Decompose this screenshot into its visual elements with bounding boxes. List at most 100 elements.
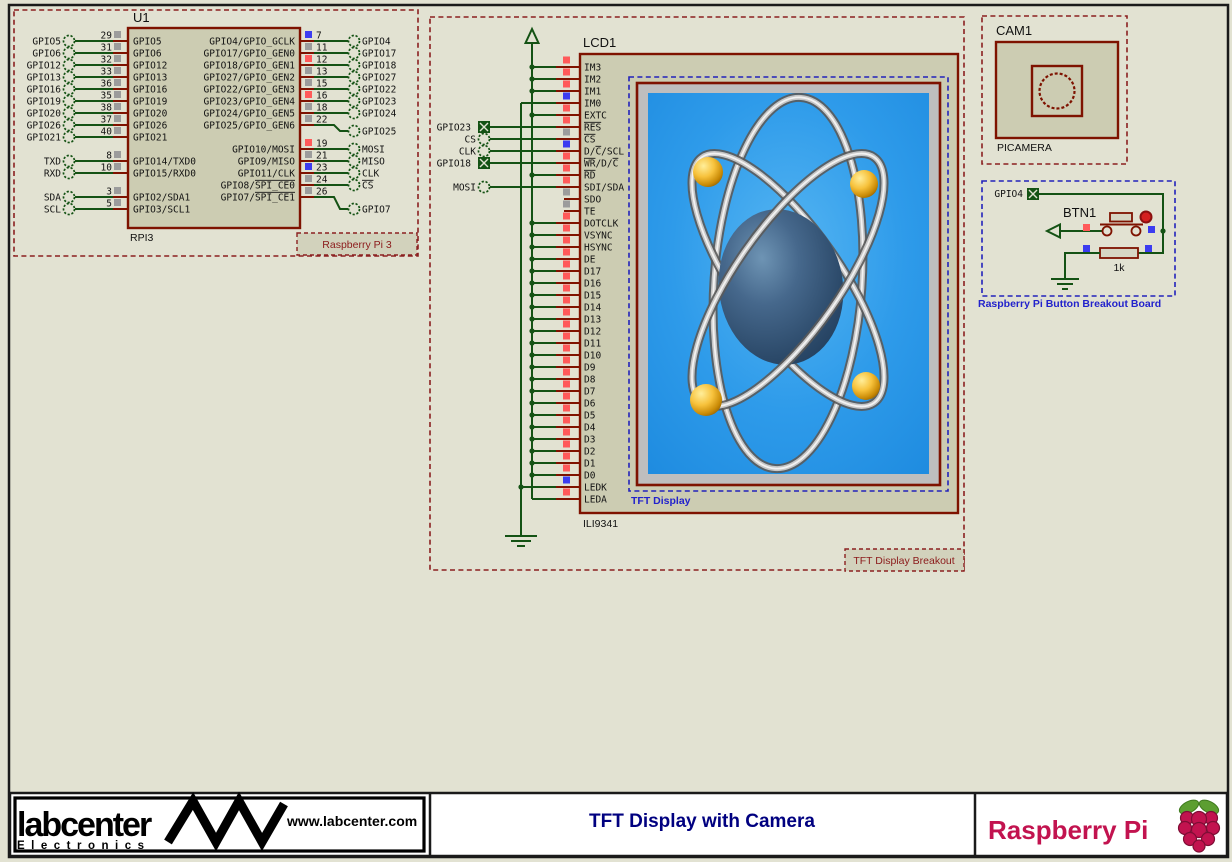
terminal-circle[interactable] — [62, 166, 76, 180]
power-arrow-left-icon[interactable] — [1044, 222, 1061, 240]
u1-left-terminal-label: SDA — [44, 193, 61, 204]
pin-indicator — [563, 296, 570, 304]
terminal-circle[interactable] — [62, 70, 76, 84]
terminal-circle[interactable] — [62, 94, 76, 108]
u1-right-terminal-label: GPIO18 — [362, 61, 397, 72]
terminal-circle[interactable] — [347, 124, 361, 138]
gpio4-bidir-terminal[interactable] — [1027, 188, 1039, 200]
region-tft-breakout-label-box[interactable] — [844, 548, 965, 572]
u1-pin-label: GPIO17/GPIO_GEN0 — [203, 49, 295, 60]
gpio4-terminal-label: GPIO4 — [994, 189, 1023, 200]
lcd-pin-label: D11 — [584, 339, 601, 350]
u1-left-terminal-label: GPIO21 — [27, 133, 62, 144]
terminal-circle[interactable] — [62, 106, 76, 120]
resistor-1k[interactable]: 1k — [1099, 247, 1139, 274]
labcenter-logo-text: labcenter — [17, 806, 152, 844]
u1-pin-label: GPIO23/GPIO_GEN4 — [203, 97, 295, 108]
pin-indicator — [563, 404, 570, 412]
terminal-circle[interactable] — [347, 46, 361, 60]
lcd-pin-label: SDI/SDA — [584, 183, 624, 194]
u1-pin-number: 33 — [101, 67, 112, 78]
terminal-circle[interactable] — [347, 178, 361, 192]
pin-indicator — [114, 187, 121, 194]
u1-right-terminal-label: GPIO22 — [362, 85, 396, 96]
ground-terminal-btn[interactable] — [1051, 278, 1079, 290]
junction-dot — [529, 436, 535, 442]
u1-pin-label: GPIO4/GPIO_GCLK — [209, 37, 295, 48]
region-raspberry-pi3-border — [13, 9, 419, 257]
u1-pin-number: 29 — [101, 31, 113, 42]
ground-terminal[interactable] — [505, 103, 537, 547]
terminal-circle[interactable] — [347, 82, 361, 96]
terminal-circle[interactable] — [477, 132, 491, 146]
terminal-circle[interactable] — [62, 34, 76, 48]
u1-pin-label: GPIO13 — [133, 73, 167, 84]
lcd-pin-row: D17 — [529, 260, 601, 278]
terminal-circle[interactable] — [347, 202, 361, 216]
junction-dot — [529, 448, 535, 454]
pin-indicator — [563, 488, 570, 496]
sheet-title: TFT Display with Camera — [589, 811, 815, 832]
terminal-circle[interactable] — [347, 94, 361, 108]
u1-left-terminal-label: GPIO12 — [27, 61, 61, 72]
terminal-circle[interactable] — [347, 70, 361, 84]
lcd-pin-row: IM2 — [529, 68, 601, 86]
u1-pin-number: 8 — [106, 151, 112, 162]
terminal-circle[interactable] — [62, 58, 76, 72]
terminal-circle[interactable] — [477, 144, 491, 158]
terminal-circle[interactable] — [62, 130, 76, 144]
lcd-pin-label: D4 — [584, 423, 596, 434]
u1-pin-label: GPIO7/SPI_CE1 — [221, 193, 296, 204]
lcd-pin-label: CS — [584, 135, 596, 146]
region-raspberry-pi3-label-box[interactable] — [296, 232, 418, 256]
u1-body[interactable] — [126, 26, 302, 230]
terminal-circle[interactable] — [347, 106, 361, 120]
terminal-circle[interactable] — [62, 202, 76, 216]
u1-pin-label: GPIO8/SPI_CE0 — [221, 181, 296, 192]
push-button[interactable] — [1100, 210, 1153, 237]
u1-pin-number: 26 — [316, 187, 328, 198]
atom-illustration — [687, 93, 889, 474]
lcd-pin-label: D5 — [584, 411, 595, 422]
terminal-circle[interactable] — [62, 154, 76, 168]
lcd-pin-label: RD — [584, 171, 596, 182]
cam-body[interactable] — [994, 40, 1120, 140]
lcd-pin-label: DOTCLK — [584, 219, 619, 230]
atom-electron-top-left — [693, 157, 723, 187]
button-click-dot[interactable] — [1139, 210, 1153, 224]
cam-ref: CAM1 — [996, 23, 1032, 38]
lcd-pin-row: D10 — [529, 344, 601, 362]
pin-indicator — [563, 164, 570, 172]
pin-indicator — [563, 440, 570, 448]
terminal-circle[interactable] — [62, 118, 76, 132]
lcd-pin-row: IM3 — [529, 56, 601, 74]
labcenter-url[interactable]: www.labcenter.com — [286, 813, 417, 829]
terminal-circle[interactable] — [347, 154, 361, 168]
pin-indicator — [563, 188, 570, 196]
terminal-circle[interactable] — [347, 58, 361, 72]
terminal-circle[interactable] — [62, 46, 76, 60]
pin-indicator — [1083, 224, 1090, 231]
terminal-circle[interactable] — [62, 82, 76, 96]
u1-pin-number: 40 — [101, 127, 113, 138]
pin-indicator — [563, 260, 570, 268]
u1-right-terminal-label: MISO — [362, 157, 385, 168]
lcd-pin-label: D14 — [584, 303, 601, 314]
pin-indicator — [114, 199, 121, 206]
terminal-circle[interactable] — [477, 180, 491, 194]
lcd-terminal-label: CLK — [459, 147, 476, 158]
terminal-circle[interactable] — [347, 34, 361, 48]
tft-screen[interactable]: TFT Display — [628, 76, 949, 507]
terminal-circle[interactable] — [347, 142, 361, 156]
pin-indicator — [114, 67, 121, 74]
terminal-circle[interactable] — [62, 190, 76, 204]
terminal-circle[interactable] — [347, 166, 361, 180]
u1-pin-number: 24 — [316, 175, 328, 186]
